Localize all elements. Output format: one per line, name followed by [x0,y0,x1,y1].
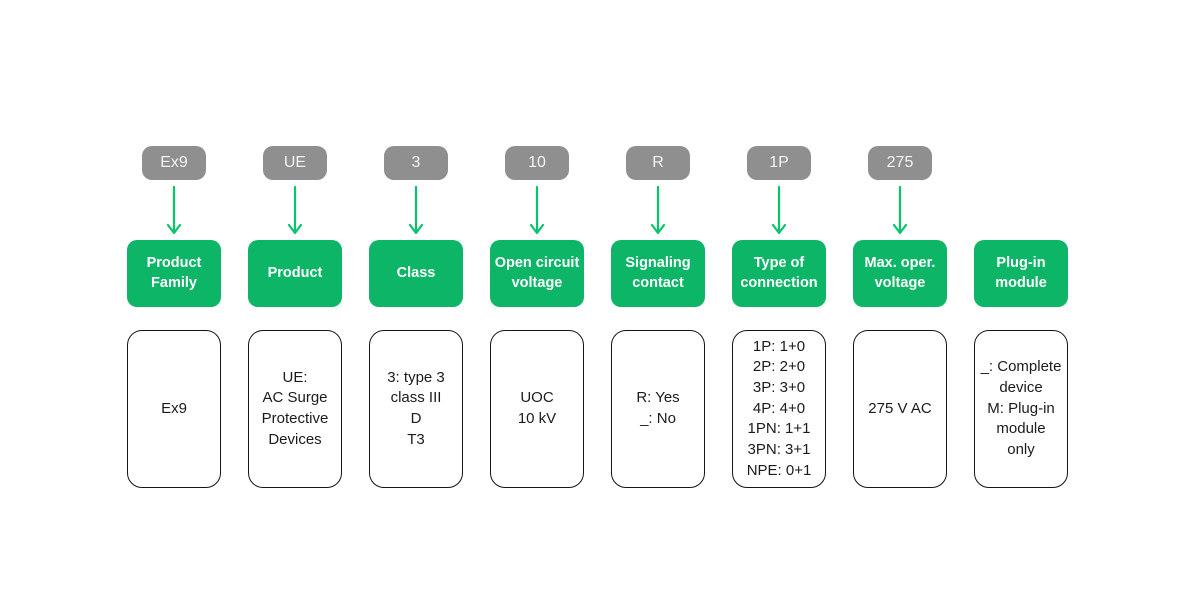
description-box: UE: AC Surge Protective Devices [248,330,342,488]
diagram-column: 275 Max. oper. voltage 275 V AC [853,146,947,488]
code-badge: 275 [868,146,932,180]
description-box: Ex9 [127,330,221,488]
category-label: Max. oper. voltage [853,240,947,307]
diagram-column: 3 Class 3: type 3 class III D T3 [369,146,463,488]
arrow-down-icon [892,185,908,235]
category-label: Product Family [127,240,221,307]
arrow-down-icon [650,185,666,235]
diagram-column: Ex9 Product Family Ex9 [127,146,221,488]
code-badge: R [626,146,690,180]
diagram-column: UE Product UE: AC Surge Protective Devic… [248,146,342,488]
category-label: Plug-in module [974,240,1068,307]
category-label: Signaling contact [611,240,705,307]
description-box: _: Complete device M: Plug-in module onl… [974,330,1068,488]
code-badge: Ex9 [142,146,206,180]
category-label: Product [248,240,342,307]
category-label: Type of connection [732,240,826,307]
description-box: UOC 10 kV [490,330,584,488]
description-box: 275 V AC [853,330,947,488]
product-code-diagram: Ex9 Product Family Ex9 UE Product UE: AC… [127,146,1068,488]
description-box: 3: type 3 class III D T3 [369,330,463,488]
diagram-column: 10 Open circuit voltage UOC 10 kV [490,146,584,488]
diagram-column: Plug-in module _: Complete device M: Plu… [974,146,1068,488]
category-label: Class [369,240,463,307]
description-box: 1P: 1+0 2P: 2+0 3P: 3+0 4P: 4+0 1PN: 1+1… [732,330,826,488]
arrow-down-icon [166,185,182,235]
code-badge: 10 [505,146,569,180]
diagram-column: R Signaling contact R: Yes _: No [611,146,705,488]
arrow-down-icon [529,185,545,235]
code-badge: 1P [747,146,811,180]
arrow-down-icon [771,185,787,235]
category-label: Open circuit voltage [490,240,584,307]
diagram-column: 1P Type of connection 1P: 1+0 2P: 2+0 3P… [732,146,826,488]
code-badge: UE [263,146,327,180]
code-badge: 3 [384,146,448,180]
arrow-down-icon [408,185,424,235]
description-box: R: Yes _: No [611,330,705,488]
arrow-down-icon [287,185,303,235]
